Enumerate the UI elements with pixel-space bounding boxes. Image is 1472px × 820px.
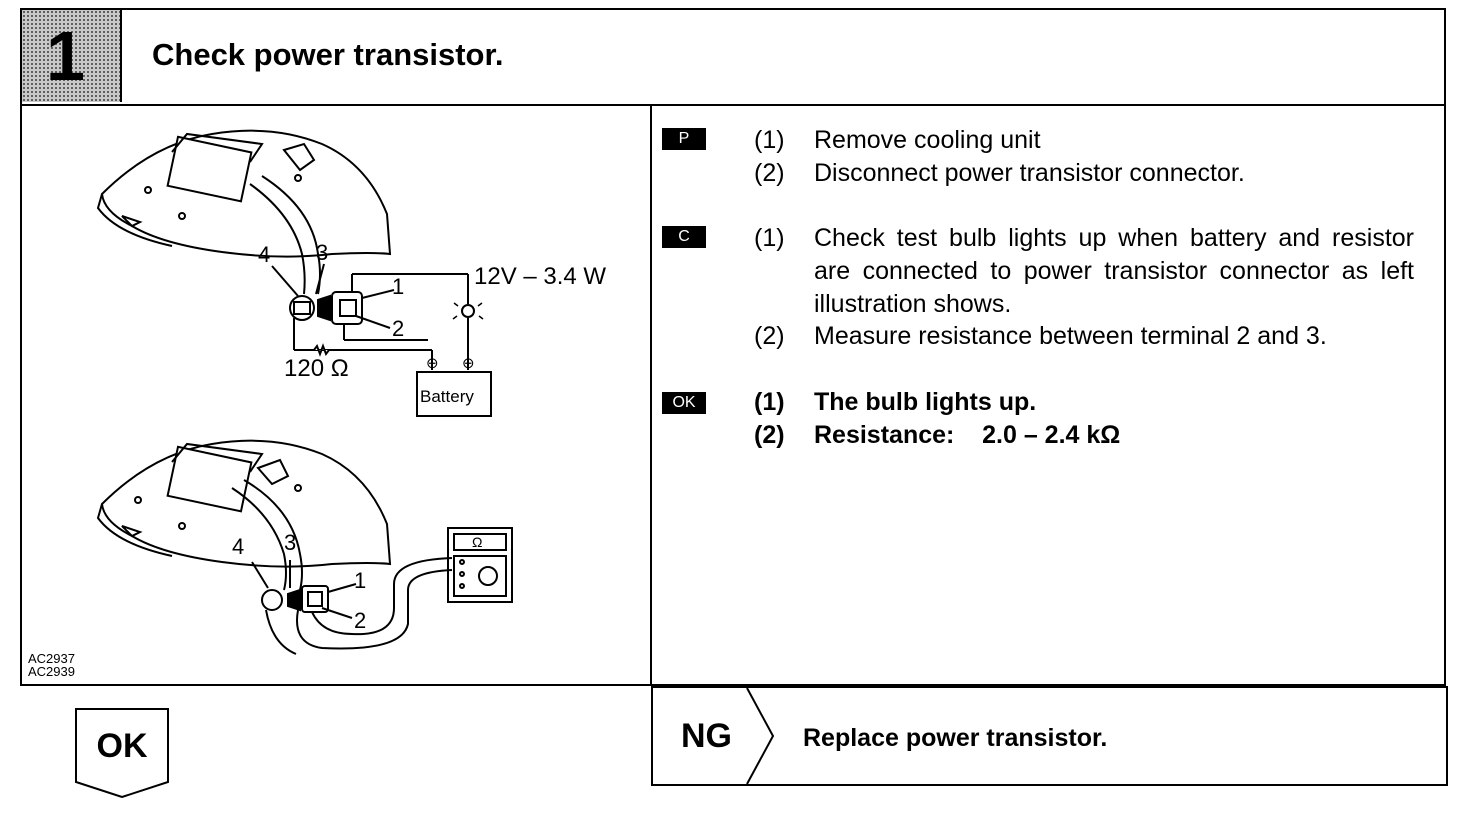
step-frame: 1 Check power transistor. xyxy=(20,8,1446,686)
terminal-2-label: 2 xyxy=(392,316,404,341)
ng-result-box: NG Replace power transistor. xyxy=(651,686,1448,786)
check-step: (2)Measure resistance between terminal 2… xyxy=(754,322,1327,350)
ng-chevron-icon xyxy=(746,687,775,785)
prep-badge: P xyxy=(662,128,706,150)
step-header: 1 Check power transistor. xyxy=(22,10,1444,106)
ohmmeter-symbol: Ω xyxy=(472,534,482,550)
step-number: 1 xyxy=(46,17,85,95)
transistor-diagram: 4 3 1 2 12V – 3.4 W 120 Ω Battery ⊕ ⊖ 4 … xyxy=(96,129,606,655)
check-badge: C xyxy=(662,226,706,248)
step-number-box: 1 xyxy=(22,10,122,102)
terminal-3b-label: 3 xyxy=(284,530,296,555)
terminal-4-label: 4 xyxy=(258,242,270,267)
ok-badge: OK xyxy=(662,392,706,414)
terminal-2b-label: 2 xyxy=(354,608,366,633)
ok-tag-shape xyxy=(75,708,169,798)
bulb-rating-label: 12V – 3.4 W xyxy=(474,263,606,290)
battery-minus-icon: ⊖ xyxy=(462,355,475,372)
resistor-label: 120 Ω xyxy=(284,355,349,382)
terminal-4b-label: 4 xyxy=(232,534,244,559)
ng-action-text: Replace power transistor. xyxy=(803,724,1108,752)
ok-step: (1)The bulb lights up. xyxy=(754,388,1037,416)
ok-result-label: OK xyxy=(96,727,148,765)
page-title: Check power transistor. xyxy=(152,37,504,72)
figure-codes: AC2937 AC2939 xyxy=(28,652,75,678)
terminal-3-label: 3 xyxy=(316,240,328,265)
procedure-panel: P (1)Remove cooling unit (2)Disconnect p… xyxy=(654,104,1446,684)
terminal-1-label: 1 xyxy=(392,274,404,299)
figure-code: AC2937 xyxy=(28,651,75,666)
illustration-panel: 4 3 1 2 12V – 3.4 W 120 Ω Battery ⊕ ⊖ 4 … xyxy=(22,104,652,684)
prep-step: (1)Remove cooling unit xyxy=(754,126,1041,154)
terminal-1b-label: 1 xyxy=(354,568,366,593)
check-step-text: Check test bulb lights up when battery a… xyxy=(814,224,1414,318)
ok-step: (2)Resistance: 2.0 – 2.4 kΩ xyxy=(754,421,1121,449)
battery-label: Battery xyxy=(420,387,474,406)
ok-result-tag: OK xyxy=(75,708,169,798)
check-step-num: (1) xyxy=(754,224,785,252)
battery-plus-icon: ⊕ xyxy=(426,355,439,372)
figure-code: AC2939 xyxy=(28,664,75,679)
prep-step: (2)Disconnect power transistor connector… xyxy=(754,159,1245,187)
ng-result-label: NG xyxy=(681,717,732,755)
